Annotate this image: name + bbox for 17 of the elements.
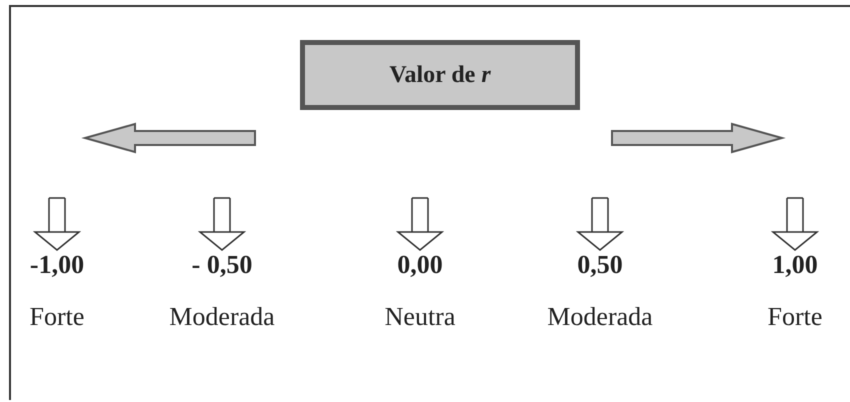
strength-label: Neutra — [384, 302, 456, 332]
value-label: -1,00 — [30, 250, 84, 280]
value-label: 0,50 — [577, 250, 623, 280]
strength-label: Moderada — [169, 302, 275, 332]
strength-label: Forte — [768, 302, 822, 332]
down-arrow — [34, 197, 80, 251]
down-arrow — [772, 197, 818, 251]
box-title: Valor de r — [389, 62, 491, 88]
down-arrow — [199, 197, 245, 251]
value-label: - 0,50 — [192, 250, 252, 280]
value-label: 0,00 — [397, 250, 443, 280]
title-box — [300, 40, 580, 110]
down-arrow — [397, 197, 443, 251]
strength-label: Forte — [30, 302, 84, 332]
down-arrow — [577, 197, 623, 251]
value-label: 1,00 — [772, 250, 818, 280]
strength-label: Moderada — [547, 302, 653, 332]
